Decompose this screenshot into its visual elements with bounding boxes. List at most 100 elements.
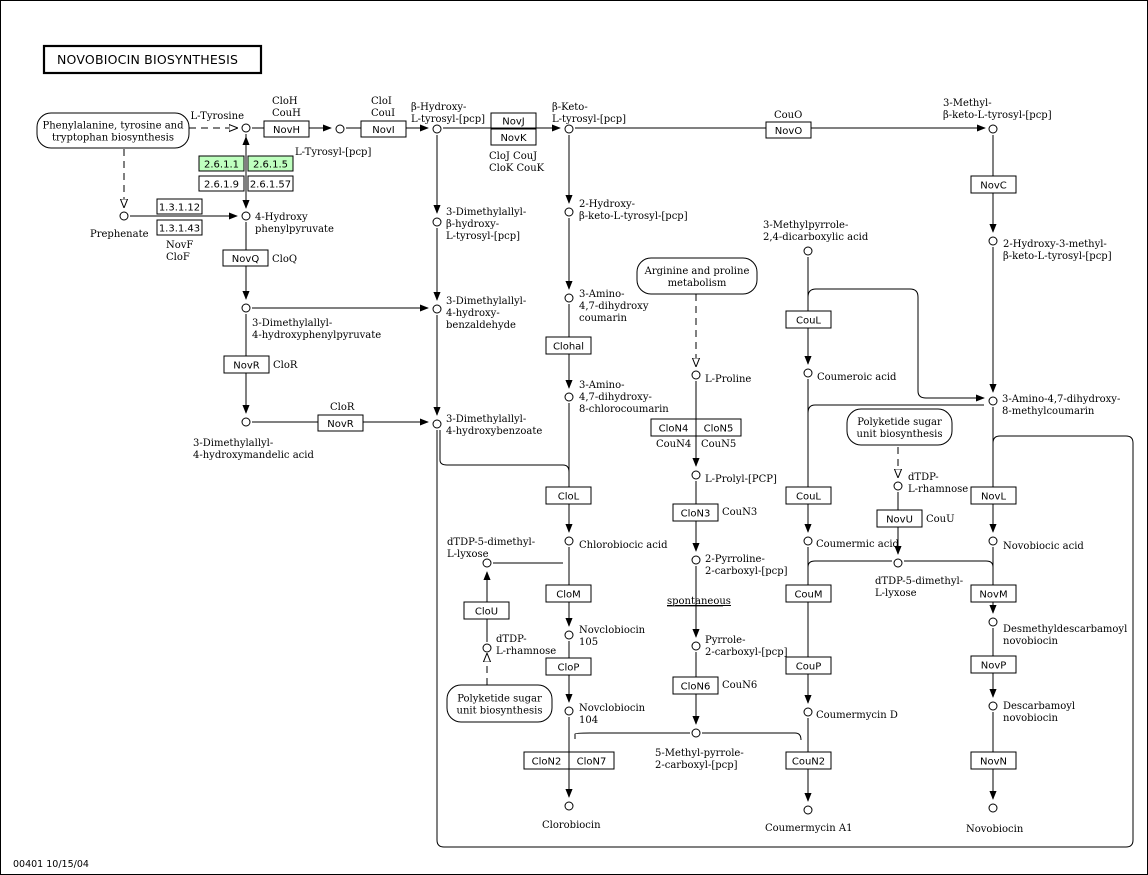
enzyme-box[interactable]: NovU [876, 509, 923, 528]
compound-node[interactable] [803, 707, 813, 717]
compound-node[interactable] [119, 211, 129, 221]
compound-node[interactable] [988, 803, 998, 813]
compound[interactable]: Coumermycin A1 [765, 805, 852, 834]
compound-node[interactable] [482, 643, 492, 653]
compound[interactable]: 3-Dimethylallyl-4-hydroxybenzoate [432, 414, 542, 437]
compound[interactable]: Novobiocin [966, 803, 1024, 835]
compound[interactable]: 2-Pyrroline-2-carboxyl-[pcp] [691, 554, 788, 577]
enzyme-box[interactable]: NovR [317, 414, 364, 432]
compound[interactable]: Coumeroic acid [803, 368, 897, 383]
compound-node[interactable] [988, 396, 998, 406]
enzyme-box[interactable]: NovC [970, 175, 1017, 194]
enzyme-box[interactable]: NovQ [222, 249, 269, 267]
compound[interactable]: 3-Methyl-β-keto-L-tyrosyl-[pcp] [943, 98, 1052, 134]
enzyme-box[interactable]: CloM [545, 584, 592, 603]
compound[interactable]: L-Tyrosyl-[pcp] [295, 124, 371, 158]
enzyme-box[interactable]: NovI [360, 120, 407, 138]
compound[interactable]: dTDP-5-dimethyl-L-lyxose [875, 558, 963, 599]
enzyme-box[interactable]: CouM [785, 584, 832, 603]
compound-node[interactable] [564, 630, 574, 640]
compound[interactable]: dTDP-5-dimethyl-L-lyxose [447, 537, 535, 568]
compound-node[interactable] [691, 641, 701, 651]
compound[interactable]: dTDP-L-rhamnose [893, 472, 968, 495]
enzyme-box[interactable]: 2.6.1.57 [247, 175, 294, 192]
enzyme-box[interactable]: NovH [263, 120, 310, 138]
compound[interactable]: dTDP-L-rhamnose [482, 634, 556, 657]
enzyme-box[interactable]: CloN5 [695, 418, 742, 437]
compound[interactable]: 2-Hydroxy-β-keto-L-tyrosyl-[pcp] [564, 199, 688, 222]
compound-node[interactable] [432, 304, 442, 314]
compound-node[interactable] [691, 470, 701, 480]
compound[interactable]: 5-Methyl-pyrrole-2-carboxyl-[pcp] [655, 728, 744, 771]
compound-node[interactable] [988, 617, 998, 627]
compound-node[interactable] [564, 706, 574, 716]
compound[interactable]: 3-Dimethylallyl-β-hydroxy-L-tyrosyl-[pcp… [432, 207, 526, 242]
enzyme-box[interactable]: NovP [970, 655, 1017, 674]
compound-node[interactable] [691, 370, 701, 380]
compound-node[interactable] [241, 211, 251, 221]
compound-node[interactable] [482, 558, 492, 568]
compound[interactable]: L-Proline [691, 370, 751, 385]
enzyme-box[interactable]: NovM [970, 584, 1017, 603]
compound[interactable]: β-Hydroxy-L-tyrosyl-[pcp] [411, 102, 485, 134]
compound-node[interactable] [691, 555, 701, 565]
compound[interactable]: 3-Dimethylallyl-4-hydroxyphenylpyruvate [241, 303, 381, 341]
enzyme-box[interactable]: CloN7 [568, 751, 615, 770]
compound-node[interactable] [564, 293, 574, 303]
enzyme-box[interactable]: Clohal [545, 336, 592, 355]
compound[interactable]: 3-Methylpyrrole-2,4-dicarboxylic acid [763, 220, 869, 256]
compound-node[interactable] [803, 246, 813, 256]
compound-node[interactable] [564, 124, 574, 134]
compound-node[interactable] [988, 536, 998, 546]
enzyme-box[interactable]: 1.3.1.12 [156, 198, 203, 215]
compound-node[interactable] [691, 728, 701, 738]
compound[interactable]: 2-Hydroxy-3-methyl-β-keto-L-tyrosyl-[pcp… [988, 236, 1112, 262]
compound[interactable]: L-Prolyl-[PCP] [691, 470, 777, 485]
enzyme-box[interactable]: CouL [785, 486, 832, 505]
compound[interactable]: Novobiocic acid [988, 536, 1084, 552]
compound-node[interactable] [988, 124, 998, 134]
compound-node[interactable] [241, 417, 251, 427]
compound[interactable]: 3-Dimethylallyl-4-hydroxymandelic acid [193, 417, 314, 461]
compound[interactable]: Coumermic acid [803, 536, 900, 550]
compound[interactable]: Coumermycin D [803, 707, 898, 721]
enzyme-box[interactable]: CloN2 [523, 751, 570, 770]
compound-node[interactable] [564, 801, 574, 811]
compound[interactable]: 3-Dimethylallyl-4-hydroxy-benzaldehyde [432, 296, 526, 331]
enzyme-box[interactable]: CloN6 [672, 676, 719, 695]
compound[interactable]: β-Keto-L-tyrosyl-[pcp] [552, 102, 626, 134]
compound-node[interactable] [893, 481, 903, 491]
compound-node[interactable] [988, 236, 998, 246]
enzyme-box[interactable]: NovO [765, 121, 812, 139]
enzyme-box[interactable]: CloL [545, 486, 592, 505]
enzyme-box[interactable]: CloN4 [650, 418, 697, 437]
compound[interactable]: Pyrrole-2-carboxyl-[pcp] [691, 635, 788, 658]
enzyme-box[interactable]: 2.6.1.1 [198, 155, 245, 172]
compound-node[interactable] [432, 419, 442, 429]
compound-node[interactable] [988, 701, 998, 711]
compound[interactable]: Prephenate [90, 211, 149, 240]
compound[interactable]: Clorobiocin [542, 801, 601, 831]
enzyme-box[interactable]: NovL [970, 486, 1017, 505]
compound[interactable]: 3-Amino-4,7-dihydroxy-8-chlorocoumarin [564, 380, 669, 415]
compound-node[interactable] [335, 124, 345, 134]
enzyme-box[interactable]: NovK [490, 128, 537, 146]
enzyme-box[interactable]: NovJ [490, 112, 537, 129]
compound-node[interactable] [893, 558, 903, 568]
compound-node[interactable] [803, 805, 813, 815]
enzyme-box[interactable]: CouN2 [785, 751, 832, 770]
compound-node[interactable] [564, 536, 574, 546]
enzyme-box[interactable]: NovR [223, 355, 270, 374]
compound[interactable]: 3-Amino-4,7-dihydroxy-8-methylcoumarin [988, 394, 1120, 417]
compound-node[interactable] [241, 303, 251, 313]
